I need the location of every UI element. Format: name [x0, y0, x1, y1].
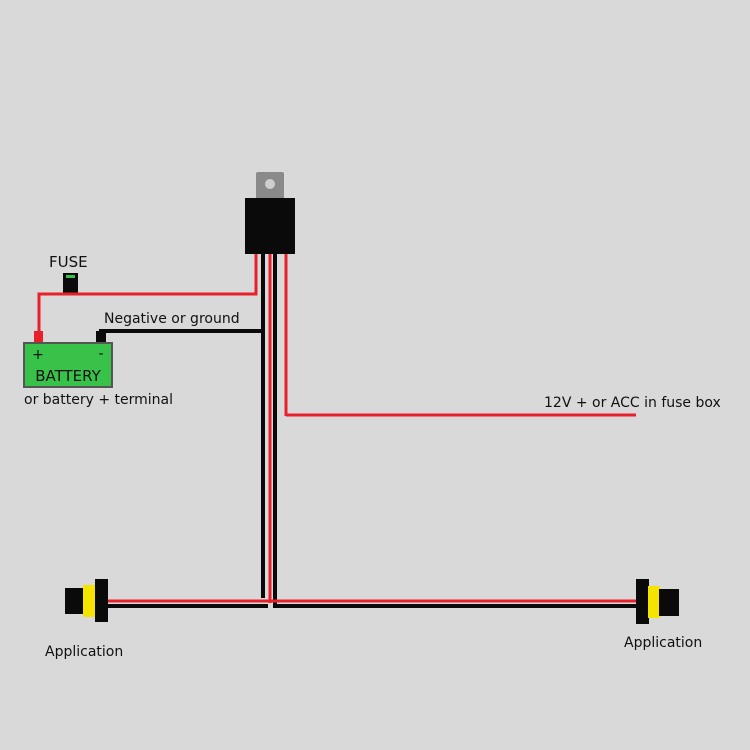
battery-plus-post [34, 331, 43, 343]
battery-terminal-label: or battery + terminal [24, 392, 173, 408]
connector-right-black-collar [636, 579, 649, 624]
wire-red-battery [37, 254, 258, 333]
connector-left-black-end [65, 588, 85, 614]
relay [245, 172, 295, 254]
application-left-label: Application [45, 644, 123, 660]
application-right-connector [636, 579, 679, 624]
wire-black-ground [99, 329, 262, 343]
acc-label: 12V + or ACC in fuse box [544, 395, 721, 411]
negative-ground-label: Negative or ground [104, 311, 240, 327]
connector-right-yellow-ring [648, 586, 660, 618]
application-left-connector [65, 579, 108, 622]
relay-tab-hole [265, 179, 275, 189]
connector-left-black-collar [95, 579, 108, 622]
fuse-label: FUSE [49, 253, 88, 271]
application-right-label: Application [624, 635, 702, 651]
fuse-indicator [66, 275, 75, 278]
battery-body [23, 342, 113, 388]
battery-minus-label: - [98, 346, 103, 362]
battery: + - BATTERY [23, 331, 113, 388]
battery-plus-label: + [32, 347, 44, 363]
battery-minus-post [96, 331, 106, 343]
connector-right-black-end [659, 589, 679, 616]
connector-left-yellow-ring [83, 585, 96, 617]
battery-label: BATTERY [35, 367, 101, 385]
relay-body [245, 198, 295, 254]
fuse [63, 273, 78, 294]
fuse-body [63, 273, 78, 294]
